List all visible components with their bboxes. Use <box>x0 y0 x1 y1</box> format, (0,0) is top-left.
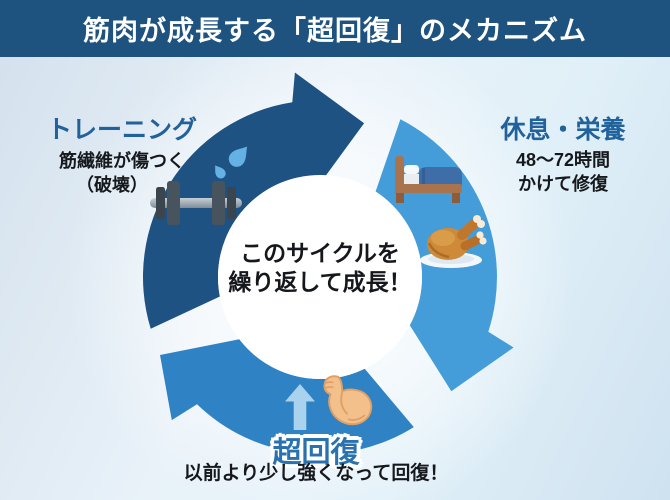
center-circle <box>218 175 422 379</box>
rest-desc-2: かけて修復 <box>518 174 608 194</box>
recovery-desc: 以前より少し強くなって回復！ <box>183 463 449 484</box>
bed-icon <box>395 156 462 203</box>
training-desc-1: 筋繊維が傷つく <box>59 151 185 171</box>
center-message: このサイクルを 繰り返して成長！ <box>190 239 450 297</box>
training-label: トレーニング <box>46 116 197 144</box>
roast-chicken-icon <box>420 215 487 268</box>
recovery-label: 超回復 <box>272 437 360 469</box>
arc-training <box>142 72 365 329</box>
rest-desc-1: 48〜72時間 <box>515 150 611 170</box>
dumbbell-icon <box>150 181 242 225</box>
flexed-biceps-icon <box>323 375 373 426</box>
sweat-drops-icon <box>215 146 248 179</box>
page-title: 筋肉が成長する「超回復」のメカニズム <box>0 0 670 57</box>
rest-label: 休息・栄養 <box>500 116 626 144</box>
center-message-line2: 繰り返して成長！ <box>228 269 412 295</box>
center-message-line1: このサイクルを <box>240 240 400 266</box>
training-desc-2: （破壊） <box>76 175 148 195</box>
